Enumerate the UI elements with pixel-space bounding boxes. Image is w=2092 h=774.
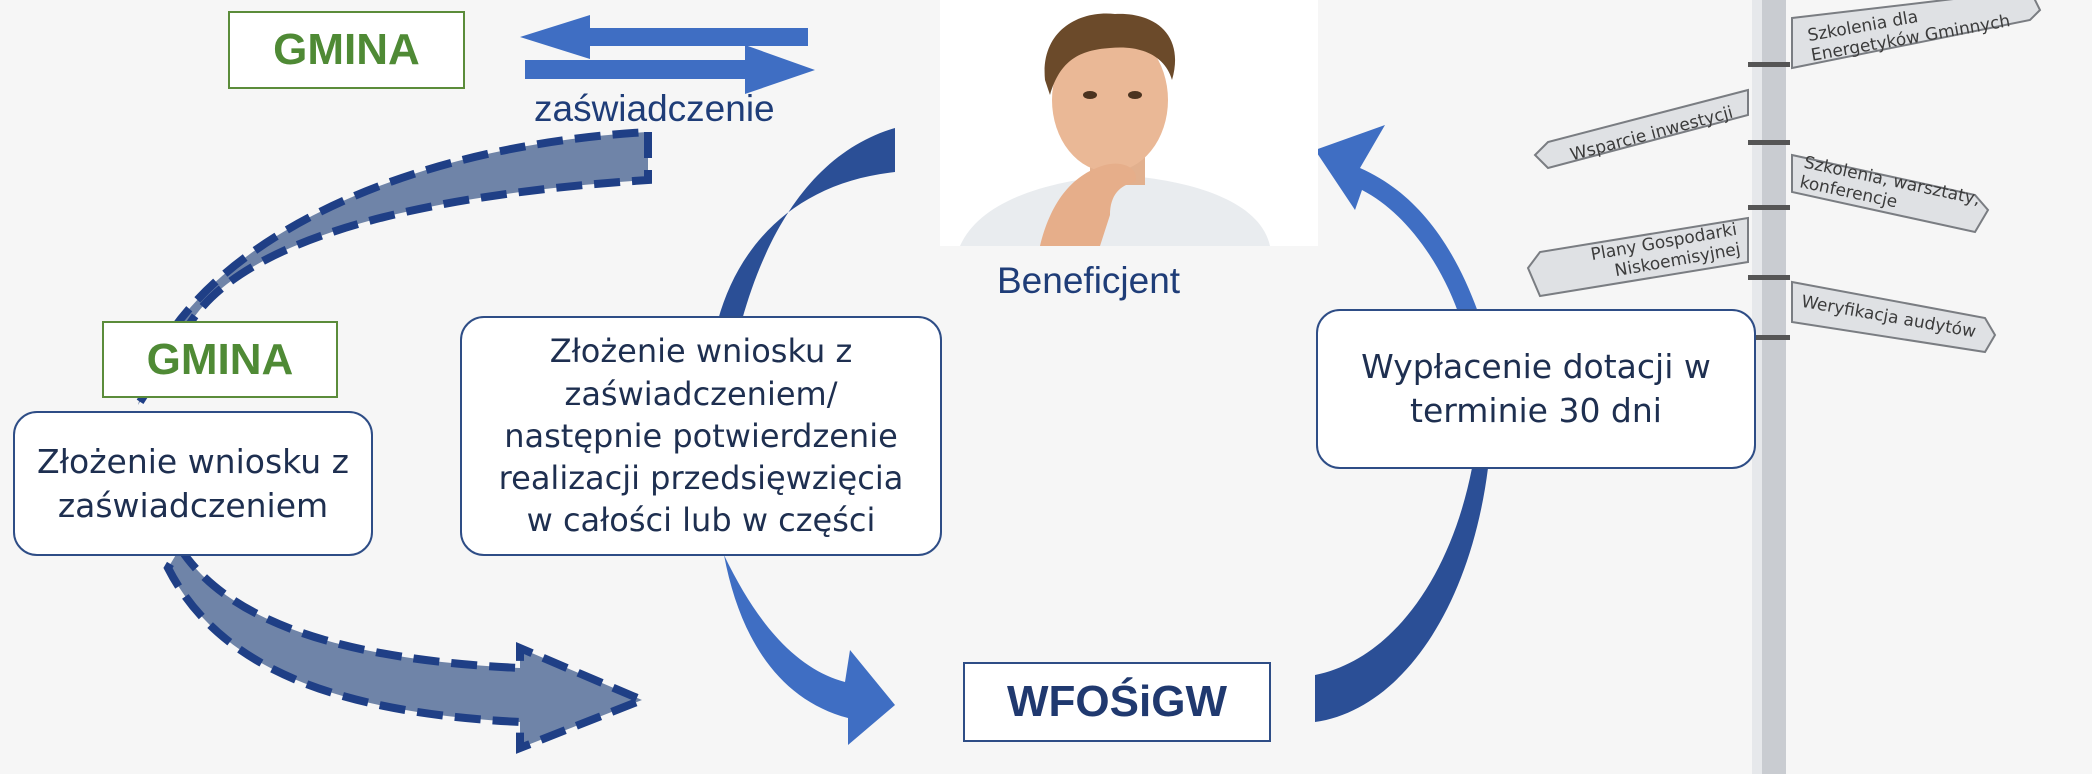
top-double-arrow — [520, 15, 815, 94]
gray-arrow-top — [134, 127, 652, 408]
wfos-box: WFOŚiGW — [963, 662, 1271, 742]
gray-arrow-bottom — [163, 540, 653, 754]
wfos-label: WFOŚiGW — [1007, 677, 1227, 726]
right-bubble-text: Wypłacenie dotacji w terminie 30 dni — [1361, 347, 1711, 430]
gmina-top-label: GMINA — [273, 25, 420, 74]
middle-bubble-text: Złożenie wniosku z zaświadczeniem/ nastę… — [498, 332, 904, 540]
person-photo — [940, 0, 1318, 246]
blue-arrow-to-wfos — [724, 555, 895, 745]
thinking-man-icon — [940, 0, 1318, 246]
blue-arc-right-bottom — [1315, 468, 1488, 722]
signpost-image — [1526, 0, 2042, 774]
middle-bubble: Złożenie wniosku z zaświadczeniem/ nastę… — [460, 316, 942, 556]
right-bubble: Wypłacenie dotacji w terminie 30 dni — [1316, 309, 1756, 469]
left-bubble: Złożenie wniosku z zaświadczeniem — [13, 411, 373, 556]
gmina-top-box: GMINA — [228, 11, 465, 89]
gmina-left-label: GMINA — [146, 334, 294, 384]
blue-arrow-to-beneficiary — [1315, 125, 1478, 312]
blue-arc-top-left — [718, 128, 895, 320]
certificate-label: zaświadczenie — [534, 88, 775, 129]
beneficiary-label: Beneficjent — [997, 260, 1181, 301]
left-bubble-text: Złożenie wniosku z zaświadczeniem — [37, 441, 349, 525]
gmina-left-box: GMINA — [102, 321, 338, 398]
